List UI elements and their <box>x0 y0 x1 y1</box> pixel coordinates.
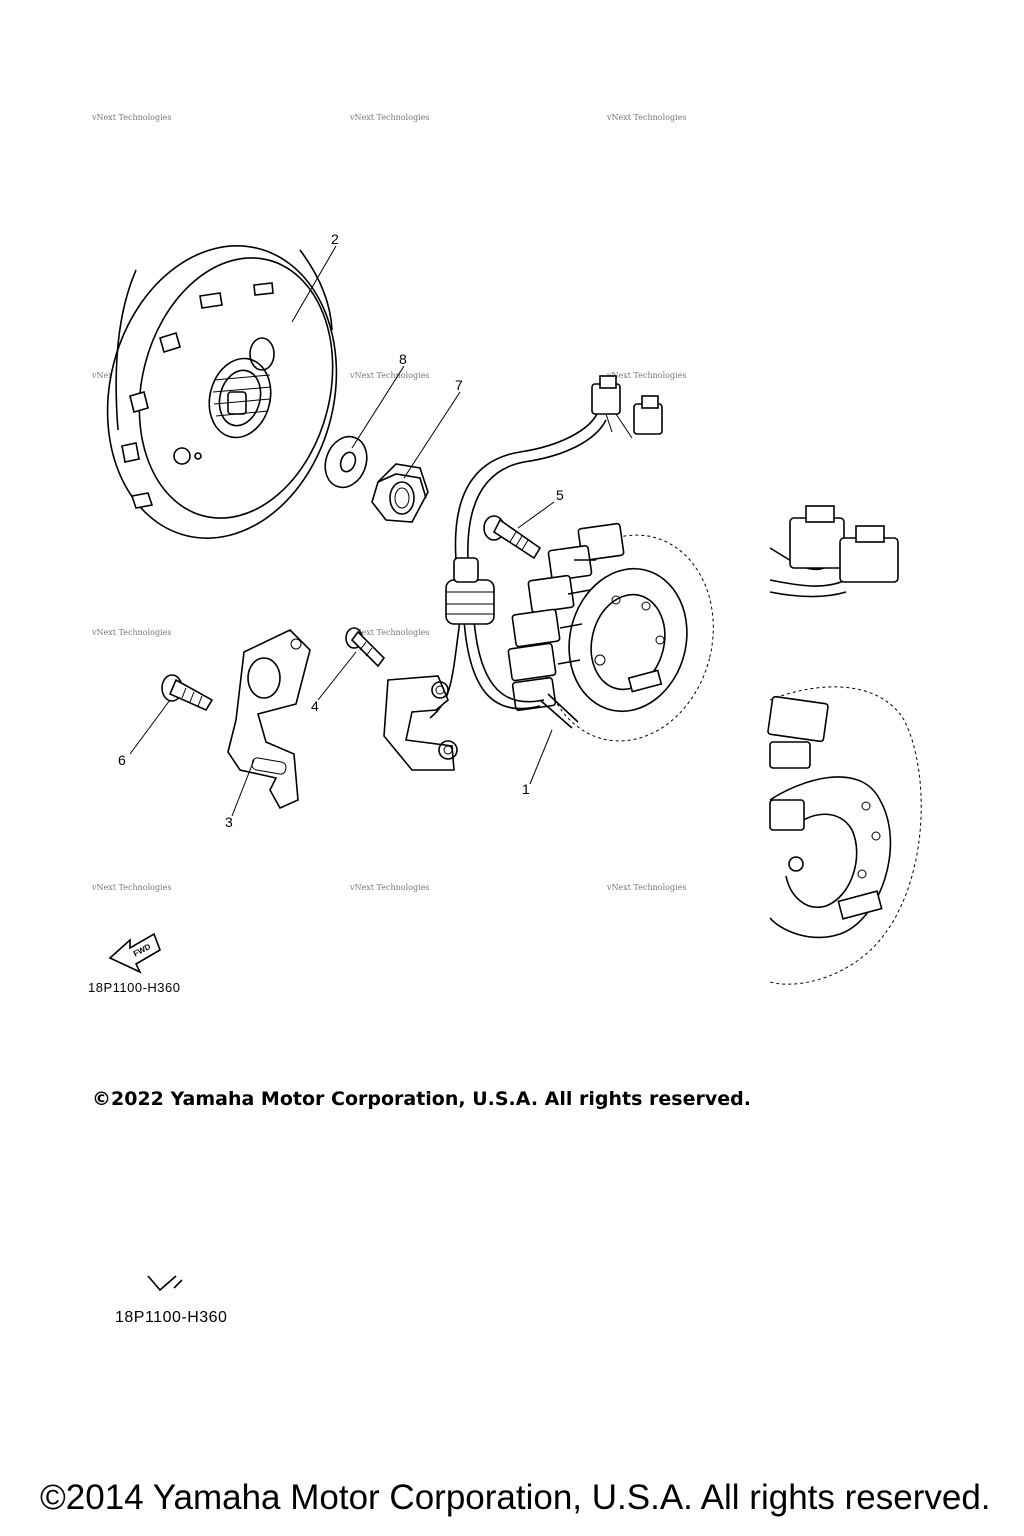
detail-connectors <box>769 505 899 598</box>
callout-7: 7 <box>455 377 463 393</box>
screw-4 <box>345 627 386 668</box>
watermark: vNext Technologies <box>91 628 171 637</box>
lower-fwd-remnant <box>147 1275 183 1292</box>
watermark: vNext Technologies <box>349 883 429 892</box>
watermark: vNext Technologies <box>606 371 686 380</box>
watermark: vNext Technologies <box>349 113 429 122</box>
bracket <box>227 629 311 810</box>
fwd-arrow: FWD <box>108 932 161 974</box>
part-code-lower: 18P1100-H360 <box>115 1309 227 1326</box>
copyright-2014: ©2014 Yamaha Motor Corporation, U.S.A. A… <box>40 1478 991 1517</box>
watermark: vNext Technologies <box>349 628 429 637</box>
washer <box>324 435 368 489</box>
detail-stator <box>767 686 922 985</box>
wire-harness <box>429 375 663 719</box>
nut <box>371 463 429 523</box>
callout-4: 4 <box>311 698 319 714</box>
callout-6: 6 <box>118 752 126 768</box>
part-code: 18P1100-H360 <box>88 980 181 995</box>
callout-numbers: 2 8 7 5 4 6 3 1 <box>118 231 564 830</box>
callout-2: 2 <box>331 231 339 247</box>
stator-assembly <box>507 522 714 742</box>
pickup-coil <box>383 675 458 771</box>
flywheel-rotor <box>106 245 338 539</box>
watermark: vNext Technologies <box>91 883 171 892</box>
copyright-2022: ©2022 Yamaha Motor Corporation, U.S.A. A… <box>92 1088 751 1110</box>
watermark: vNext Technologies <box>606 113 686 122</box>
watermark-row-1: vNext Technologies vNext Technologies vN… <box>91 113 686 122</box>
leader-lines <box>129 245 555 817</box>
watermark: vNext Technologies <box>91 113 171 122</box>
callout-1: 1 <box>522 781 530 797</box>
watermark: vNext Technologies <box>606 883 686 892</box>
screw-6 <box>161 674 214 712</box>
callout-5: 5 <box>556 487 564 503</box>
watermark-row-4: vNext Technologies vNext Technologies vN… <box>91 883 686 892</box>
callout-8: 8 <box>399 351 407 367</box>
bolt-5 <box>483 515 542 560</box>
callout-3: 3 <box>225 814 233 830</box>
watermark: vNext Technologies <box>349 371 429 380</box>
